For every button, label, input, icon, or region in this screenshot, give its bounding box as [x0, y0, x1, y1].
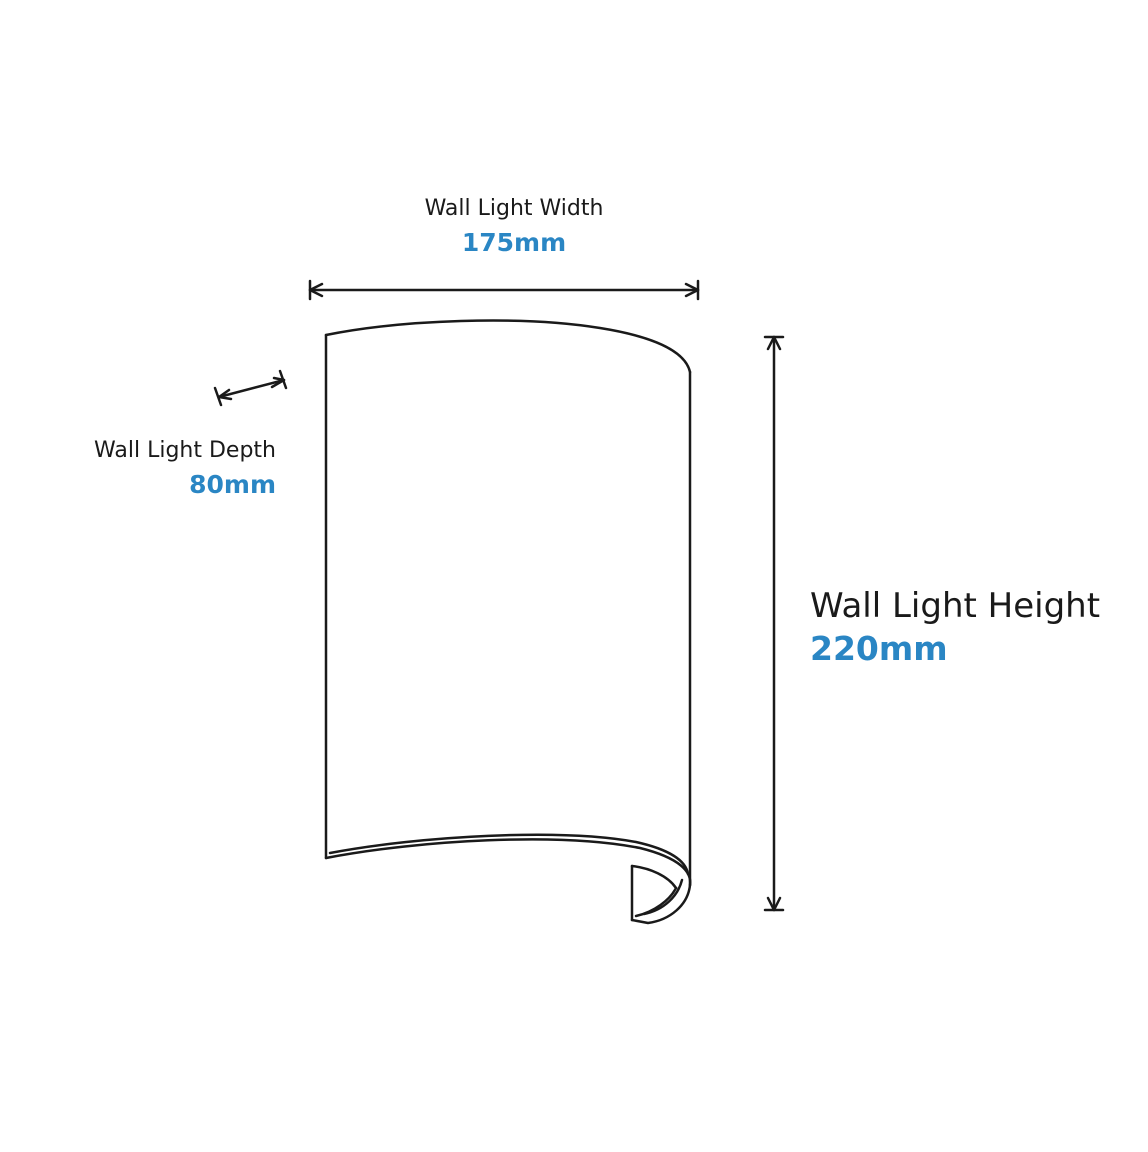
height-dimension-arrow: [763, 335, 785, 912]
wall-light-outline: [324, 319, 692, 925]
height-annotation: Wall Light Height 220mm: [810, 586, 1100, 668]
depth-value: 80mm: [189, 470, 276, 500]
width-dimension-arrow: [308, 279, 700, 301]
height-value: 220mm: [810, 628, 948, 668]
width-label: Wall Light Width: [424, 196, 604, 221]
depth-dimension-arrow: [213, 369, 288, 407]
depth-label: Wall Light Depth: [94, 438, 276, 463]
depth-annotation: Wall Light Depth 80mm: [60, 438, 276, 500]
width-annotation: Wall Light Width 175mm: [360, 196, 668, 258]
width-value: 175mm: [461, 228, 567, 258]
height-label: Wall Light Height: [810, 586, 1101, 626]
